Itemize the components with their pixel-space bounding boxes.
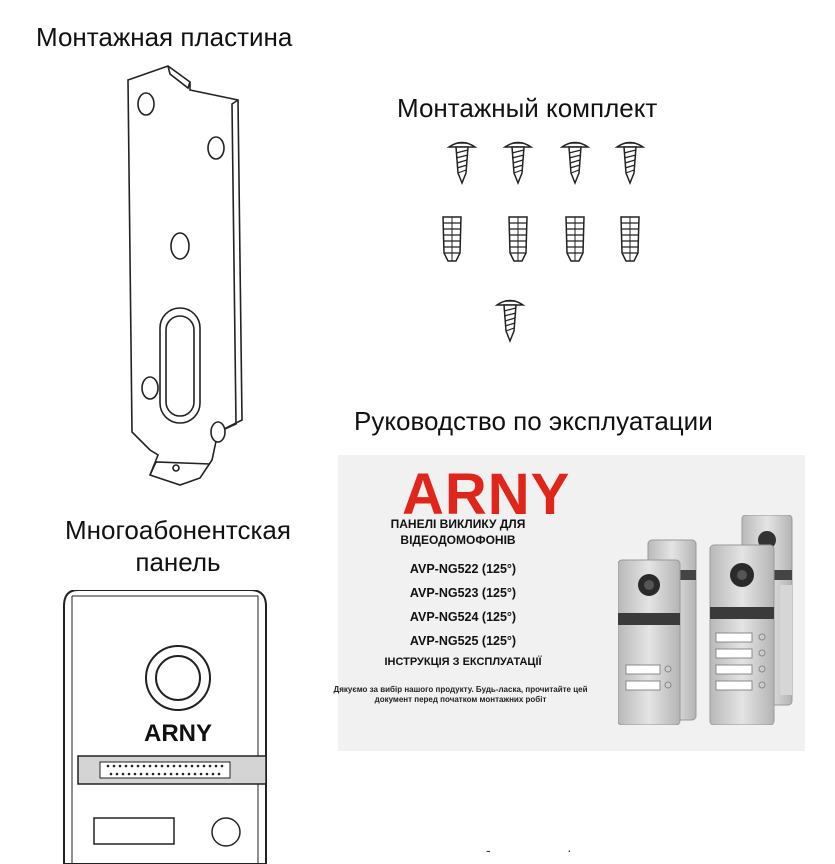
wall-plug-icon	[442, 216, 640, 262]
mounting-kit-label: Монтажный комплект	[397, 93, 658, 123]
manual-brand: ARNY	[402, 462, 571, 527]
panel-label-line1: Многоабонентская	[65, 515, 291, 545]
manual-thanks-text: Дякуємо за вибір нашого продукту. Будь-л…	[333, 685, 588, 704]
manual-title-line1: ПАНЕЛІ ВИКЛИКУ ДЛЯ	[390, 517, 526, 531]
mounting-plate-label: Монтажная пластина	[36, 22, 293, 52]
panel-label: Многоабонентская панель	[38, 514, 318, 578]
decorative-dot: -	[486, 842, 491, 858]
panel-label-line2: панель	[135, 547, 221, 577]
manual-instruction: ІНСТРУКЦІЯ З ЕКСПЛУАТАЦІЇ	[384, 656, 542, 668]
intercom-panel-drawing: ARNY	[60, 590, 270, 864]
manual-cover: ARNY ПАНЕЛІ ВИКЛИКУ ДЛЯ ВІДЕОДОМОФОНІВ A…	[334, 455, 805, 751]
decorative-dot: ·	[567, 842, 572, 858]
manual-model-2: AVP-NG523 (125°)	[409, 586, 517, 600]
mounting-plate-drawing	[127, 65, 243, 486]
manual-label: Руководство по эксплуатации	[354, 406, 713, 436]
manual-model-3: AVP-NG524 (125°)	[409, 610, 517, 624]
intercom-panels-illustration	[618, 515, 793, 725]
screw-icon	[448, 141, 644, 184]
manual-model-4: AVP-NG525 (125°)	[409, 634, 517, 648]
manual-title-line2: ВІДЕОДОМОФОНІВ	[400, 533, 516, 547]
mounting-kit-drawing	[442, 141, 644, 342]
manual-model-1: AVP-NG522 (125°)	[409, 562, 517, 576]
panel-brand: ARNY	[143, 720, 212, 747]
